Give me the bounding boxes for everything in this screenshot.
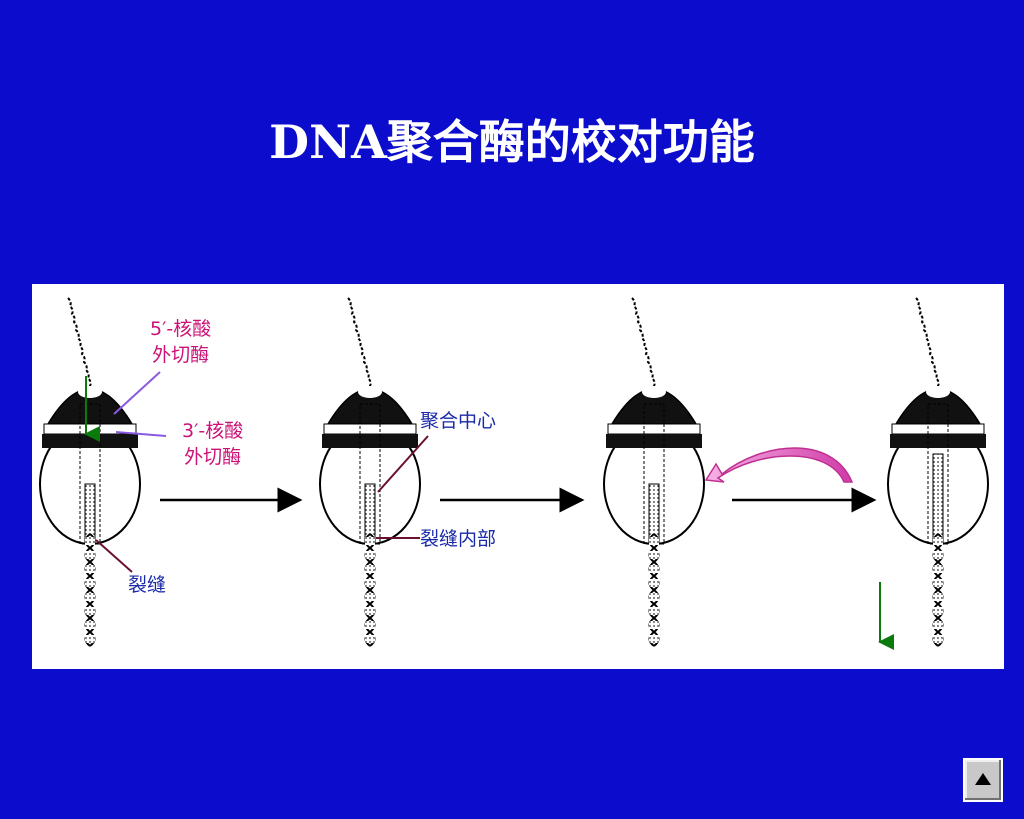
pointer-exo3 (115, 431, 167, 437)
pointer-polymerization-center (377, 435, 429, 493)
proofreading-diagram-panel: 5′-核酸 外切酶 3′-核酸 外切酶 裂缝 聚合中心 裂缝内部 (32, 284, 1004, 669)
diagram-svg (39, 297, 989, 650)
label-cleft-interior: 裂缝内部 (420, 528, 497, 550)
pointer-exo5 (113, 371, 161, 415)
label-cleft: 裂缝 (128, 574, 167, 596)
up-nav-button[interactable] (963, 758, 1003, 802)
label-exo3: 3′-核酸 外切酶 (182, 420, 244, 468)
enzyme-stage-4 (887, 297, 989, 647)
transfer-curved-arrow (704, 447, 854, 483)
pointer-cleft (95, 539, 133, 573)
slide-title: DNA聚合酶的校对功能 (269, 115, 755, 169)
label-exo5: 5′-核酸 外切酶 (150, 318, 212, 366)
enzyme-stage-3 (603, 297, 705, 647)
enzyme-stage-2 (319, 297, 421, 647)
enzyme-stage-1 (39, 297, 141, 647)
label-polymerization-center: 聚合中心 (420, 410, 497, 432)
triangle-up-icon (975, 773, 991, 785)
